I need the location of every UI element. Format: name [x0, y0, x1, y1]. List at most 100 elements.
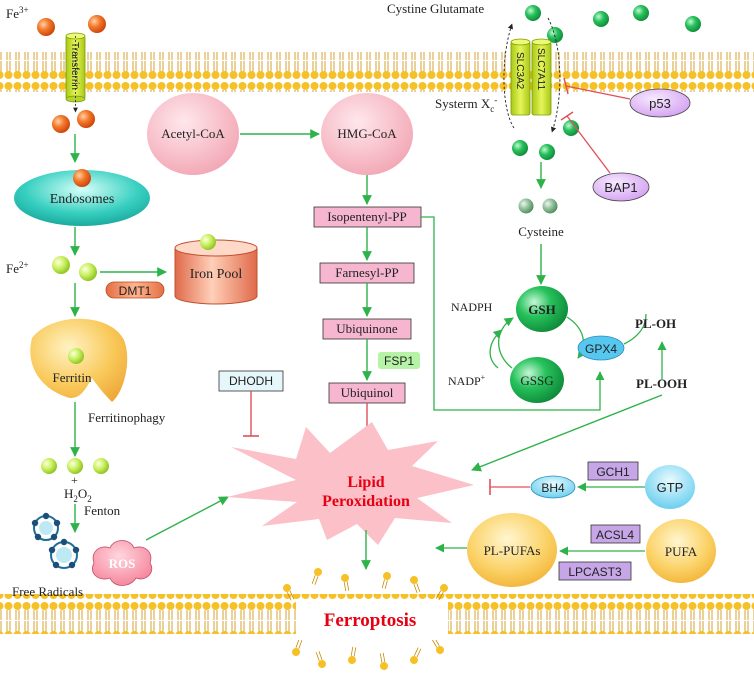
- fe2-ion: [52, 256, 70, 274]
- dmt1-label: DMT1: [119, 284, 152, 298]
- iron-uptake-section: Fe3+ Transferrin Endosomes Fe2+ DMT1: [6, 5, 258, 599]
- ferritin: Ferritin: [30, 318, 128, 402]
- lipid-fragment: [435, 584, 448, 601]
- ros-cloud: ROS: [92, 540, 153, 586]
- slc7a11-label: SLC7A11: [535, 48, 546, 91]
- endosome: Endosomes: [14, 169, 150, 226]
- farnesyl-pp-box: Farnesyl-PP: [319, 262, 415, 284]
- ubiquinone-label: Ubiquinone: [336, 321, 398, 336]
- ros-label: ROS: [109, 556, 136, 571]
- ferroptosis-gap: [296, 600, 448, 640]
- ferroptosis-label: Ferroptosis: [324, 610, 417, 631]
- gsh-node: GSH: [516, 286, 568, 332]
- iron-pool-label: Iron Pool: [190, 267, 243, 282]
- fe2-label: Fe2+: [6, 260, 29, 276]
- lipid-fragment: [410, 576, 421, 593]
- lipid-fragment: [292, 639, 303, 656]
- cysteine-sphere: [542, 198, 558, 214]
- cystine-sphere: [525, 5, 541, 21]
- hmg-coa-label: HMG-CoA: [337, 126, 397, 141]
- free-radical-molecule: [48, 538, 80, 569]
- pufa-label: PUFA: [665, 544, 698, 559]
- ferritinophagy-label: Ferritinophagy: [88, 410, 166, 425]
- nadph-label: NADPH: [451, 300, 493, 314]
- cystine-sphere: [593, 11, 609, 27]
- system-xc-section: Cystine Glutamate SLC3A2 SLC7A11 Systerm…: [387, 1, 701, 285]
- top-membrane: [0, 52, 754, 92]
- slc7a11-channel: SLC7A11: [531, 38, 552, 116]
- lipid-label: Lipid: [347, 474, 384, 491]
- pl-pufas-node: PL-PUFAs: [467, 513, 557, 587]
- fe3-ion: [77, 110, 95, 128]
- fe3-ion: [73, 169, 91, 187]
- fe2-ion: [41, 458, 57, 474]
- inhibit-bap1: [560, 111, 611, 174]
- farnesyl-pp-label: Farnesyl-PP: [335, 265, 399, 280]
- hmg-coa: HMG-CoA: [321, 93, 413, 175]
- slc3a2-label: SLC3A2: [514, 52, 525, 90]
- lipid-fragment: [381, 572, 391, 590]
- lipid-peroxidation-burst: Lipid Peroxidation: [227, 422, 474, 545]
- cystine-import-arrow: [547, 17, 561, 133]
- lipid-fragment: [410, 647, 422, 664]
- bh4-section: GTP GCH1 BH4: [489, 461, 695, 509]
- lipid-fragment: [315, 651, 326, 668]
- cysteine-sphere: [518, 198, 534, 214]
- bap1-node: BAP1: [592, 172, 650, 202]
- arrow-ros-to-lipid: [145, 496, 229, 541]
- pl-oh-label: PL-OH: [635, 316, 676, 331]
- fe3-label: Fe3+: [6, 5, 29, 21]
- plus-label: +: [71, 473, 78, 487]
- pufa-node: PUFA: [646, 519, 716, 583]
- inhibit-p53: [563, 77, 631, 100]
- fe3-ion: [52, 115, 70, 133]
- acetyl-coa: Acetyl-CoA: [147, 93, 239, 175]
- isopentenyl-pp-label: Isopentenyl-PP: [327, 209, 406, 224]
- fe2-ion: [67, 458, 83, 474]
- fenton-label: Fenton: [84, 503, 121, 518]
- inhibit-dhodh: [243, 391, 259, 437]
- p53-node: p53: [629, 88, 691, 118]
- endosomes-label: Endosomes: [50, 192, 115, 207]
- cystine-sphere: [633, 5, 649, 21]
- free-radical-molecule: [31, 512, 61, 541]
- gssg-label: GSSG: [520, 373, 553, 388]
- gpx4-node: GPX4: [577, 335, 625, 361]
- lipid-fragment: [311, 568, 322, 585]
- bh4-label: BH4: [541, 481, 565, 495]
- fe2-ion: [93, 458, 109, 474]
- arrow-gssg-to-gsh: [498, 317, 514, 369]
- acsl4-label: ACSL4: [596, 528, 634, 542]
- fe3-ion: [37, 18, 55, 36]
- fe2-ion: [68, 348, 84, 364]
- cystine-sphere: [563, 120, 579, 136]
- fsp1-box: FSP1: [378, 352, 420, 369]
- peroxidation-label: Peroxidation: [322, 493, 410, 510]
- transferrin-receptor: Transferrin: [65, 32, 86, 113]
- gtp-label: GTP: [657, 480, 684, 495]
- pufa-section: PL-PUFAs PUFA ACSL4 LPCAST3: [435, 513, 716, 587]
- gch1-box: GCH1: [587, 461, 639, 481]
- ubiquinol-label: Ubiquinol: [341, 385, 394, 400]
- isopentenyl-pp-box: Isopentenyl-PP: [313, 206, 422, 228]
- lpcast3-label: LPCAST3: [568, 565, 622, 579]
- bh4-node: BH4: [530, 475, 576, 499]
- fe2-ion: [79, 263, 97, 281]
- system-xc-label: Systerm Xc-: [435, 95, 497, 114]
- arrow-nadph-nadp: [489, 329, 503, 369]
- h2o2-label: H2O2: [64, 486, 92, 504]
- gpx4-label: GPX4: [585, 342, 617, 356]
- ubiquinol-box: Ubiquinol: [328, 382, 406, 404]
- ferroptosis-membrane-fragments: [283, 568, 448, 670]
- inhibit-bh4: [489, 479, 530, 495]
- p53-label: p53: [649, 96, 671, 111]
- dmt1-box: DMT1: [105, 281, 165, 299]
- acetyl-coa-label: Acetyl-CoA: [161, 126, 225, 141]
- gssg-node: GSSG: [510, 357, 564, 403]
- arrow-ipp-to-gpx4: [421, 216, 605, 411]
- ferritin-label: Ferritin: [53, 370, 92, 385]
- lipid-fragment: [379, 652, 388, 670]
- pl-pufas-label: PL-PUFAs: [484, 543, 541, 558]
- mevalonate-section: Acetyl-CoA HMG-CoA Isopentenyl-PP Farnes…: [147, 93, 605, 444]
